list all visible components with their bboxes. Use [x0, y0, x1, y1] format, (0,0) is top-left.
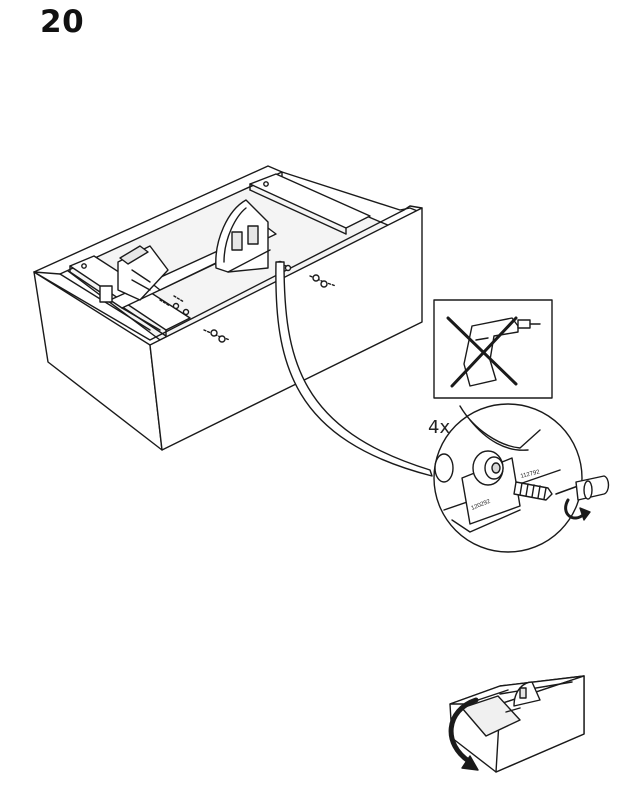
part-code-screw: 112792 [520, 469, 541, 480]
no-power-drill-icon [433, 299, 553, 399]
fixing-hole [284, 264, 292, 272]
drawer-box [33, 165, 423, 451]
bracket-right [215, 199, 271, 273]
step-number: 20 [40, 4, 85, 40]
screwdriver-icon [555, 475, 610, 501]
fixing-hole [182, 308, 190, 316]
fixing-hole [218, 335, 226, 343]
quantity-label: 4x [428, 417, 451, 438]
screw [513, 481, 553, 501]
rotate-arrow-icon [564, 498, 591, 521]
detail-callout [433, 403, 583, 553]
pre-drilled-hole [434, 453, 454, 483]
bracket-left [99, 245, 169, 303]
fixing-hole [320, 280, 328, 288]
flip-arrow-icon [448, 697, 479, 771]
fixing-hole [210, 329, 218, 337]
overview-drawer [449, 675, 585, 773]
fixing-hole [312, 274, 320, 282]
fixing-hole [172, 302, 180, 310]
rail-right [249, 173, 371, 229]
callout-leader [275, 261, 433, 477]
